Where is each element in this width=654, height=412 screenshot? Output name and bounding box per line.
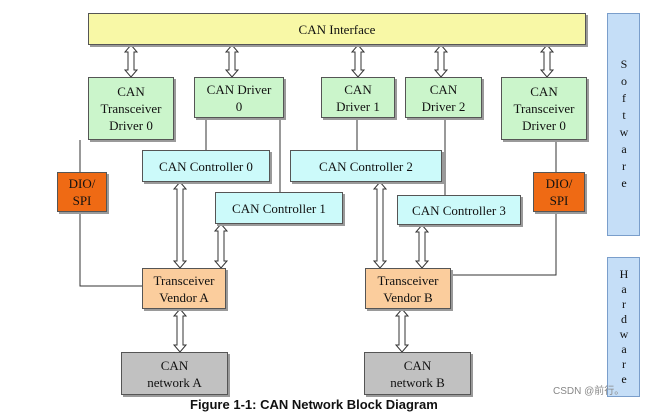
- arrow-controller-0-transceiver-a: [172, 181, 188, 269]
- transceiver-vendor-a-box: Transceiver Vendor A: [142, 268, 226, 309]
- can-network-a-box: CAN network A: [121, 352, 228, 395]
- arrow-controller-3-transceiver-b: [414, 224, 430, 269]
- software-panel: Software: [607, 13, 640, 236]
- can-controller-3-label: CAN Controller 3: [412, 202, 506, 218]
- csdn-watermark: CSDN @前行。: [553, 386, 625, 397]
- dio-spi-left-label: DIO/ SPI: [68, 176, 96, 208]
- figure-caption: Figure 1-1: CAN Network Block Diagram: [190, 397, 438, 412]
- arrow-controller-1-transceiver-a: [213, 223, 229, 269]
- transceiver-vendor-a-label: Transceiver Vendor A: [153, 272, 215, 305]
- can-transceiver-driver-right-box: CAN Transceiver Driver 0: [501, 77, 587, 140]
- hardware-label: Hardware: [617, 267, 631, 387]
- can-transceiver-driver-left-label: CAN Transceiver Driver 0: [100, 84, 162, 133]
- dio-spi-left-box: DIO/ SPI: [57, 172, 107, 212]
- can-interface-label: CAN Interface: [298, 21, 376, 37]
- can-controller-0-box: CAN Controller 0: [142, 150, 270, 182]
- can-controller-2-box: CAN Controller 2: [290, 150, 442, 182]
- arrow-interface-trcv-driver-right: [539, 44, 555, 78]
- can-controller-0-label: CAN Controller 0: [159, 158, 253, 174]
- can-network-b-box: CAN network B: [364, 352, 471, 395]
- can-controller-1-label: CAN Controller 1: [232, 200, 326, 216]
- can-controller-2-label: CAN Controller 2: [319, 158, 413, 174]
- hardware-panel: Hardware: [607, 257, 640, 397]
- dio-spi-right-label: DIO/ SPI: [545, 176, 573, 208]
- arrow-transceiver-a-network-a: [172, 308, 188, 353]
- line-right-dio-transceiver: [451, 212, 557, 276]
- arrow-transceiver-b-network-b: [394, 308, 410, 353]
- arrow-interface-driver-1: [350, 44, 366, 78]
- can-transceiver-driver-left-box: CAN Transceiver Driver 0: [88, 77, 174, 140]
- dio-spi-right-box: DIO/ SPI: [533, 172, 585, 212]
- can-interface-box: CAN Interface: [88, 13, 586, 45]
- arrow-interface-trcv-driver-left: [123, 44, 139, 78]
- transceiver-vendor-b-box: Transceiver Vendor B: [365, 268, 451, 309]
- can-driver-0-label: CAN Driver 0: [206, 81, 272, 114]
- transceiver-vendor-b-label: Transceiver Vendor B: [377, 272, 439, 305]
- arrow-interface-driver-2: [433, 44, 449, 78]
- can-controller-1-box: CAN Controller 1: [215, 192, 343, 224]
- can-network-b-label: CAN network B: [390, 357, 445, 390]
- can-driver-0-box: CAN Driver 0: [194, 77, 284, 118]
- arrow-controller-2-transceiver-b: [372, 181, 388, 269]
- line-left-dio-transceiver: [79, 212, 142, 287]
- can-controller-3-box: CAN Controller 3: [397, 195, 521, 225]
- arrow-interface-driver-0: [224, 44, 240, 78]
- can-driver-2-box: CAN Driver 2: [405, 77, 482, 118]
- can-driver-1-box: CAN Driver 1: [321, 77, 395, 118]
- can-driver-2-label: CAN Driver 2: [421, 81, 466, 114]
- can-network-a-label: CAN network A: [147, 357, 202, 390]
- can-driver-1-label: CAN Driver 1: [336, 81, 380, 114]
- software-label: Software: [617, 56, 631, 193]
- can-transceiver-driver-right-label: CAN Transceiver Driver 0: [513, 84, 575, 133]
